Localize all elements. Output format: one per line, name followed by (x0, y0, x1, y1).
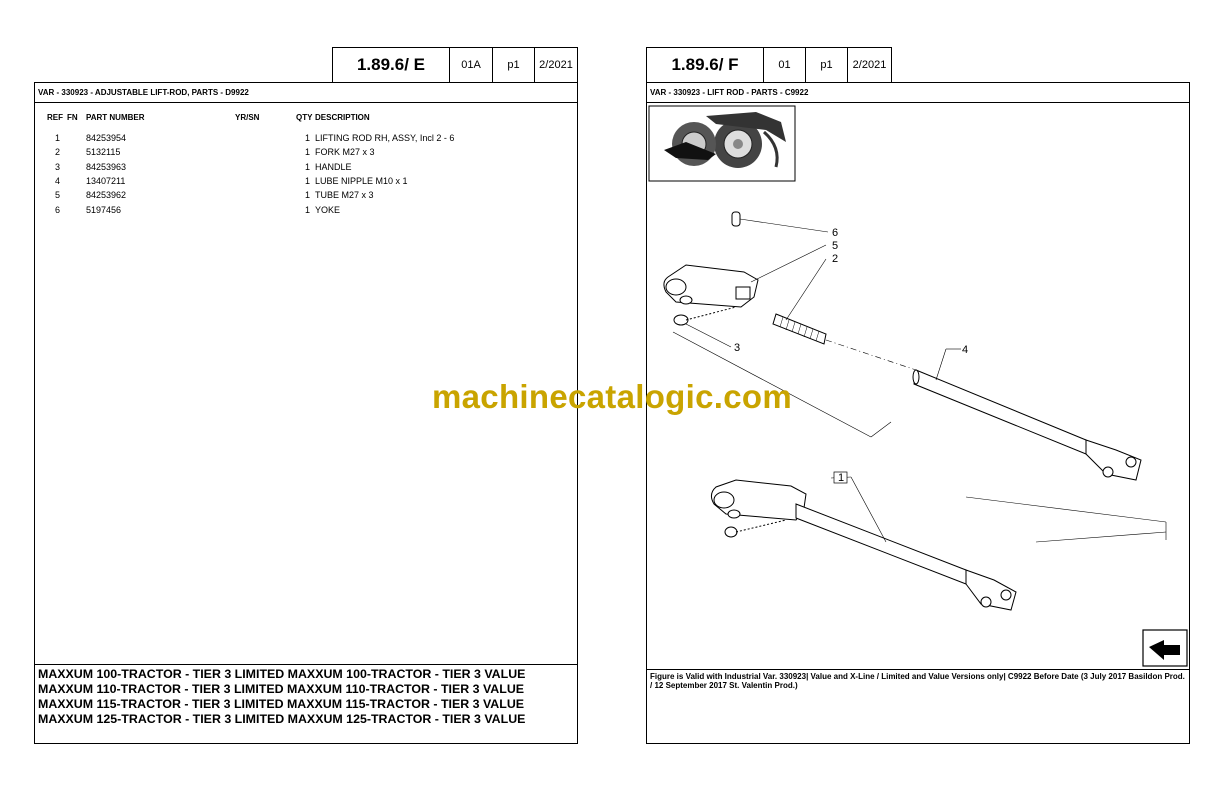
cell-ref: 1 (55, 133, 61, 143)
cell-ref: 6 (55, 204, 61, 215)
table-row: 3 84253963 1 HANDLE (35, 162, 575, 176)
callout-6: 6 (832, 227, 838, 239)
cell-ref: 5 (55, 190, 61, 201)
col-part-number: PART NUMBER (86, 113, 145, 122)
cell-part: 84253963 (86, 161, 127, 172)
cell-desc: LIFTING ROD RH, ASSY, Incl 2 - 6 (315, 133, 455, 143)
table-row: 1 84253954 1 LIFTING ROD RH, ASSY, Incl 2 -… (35, 133, 575, 147)
col-qty: QTY (296, 113, 313, 122)
right-page-number: p1 (806, 47, 848, 82)
left-parts-panel: VAR - 330923 - ADJUSTABLE LIFT-ROD, PART… (34, 82, 578, 744)
watermark: machinecatalogic.com (432, 378, 792, 415)
callout-2: 2 (832, 253, 838, 265)
next-page-arrow-icon[interactable] (1142, 629, 1188, 667)
left-page-title: VAR - 330923 - ADJUSTABLE LIFT-ROD, PART… (35, 83, 577, 103)
cell-qty: 1 (305, 204, 311, 215)
cell-part: 84253962 (86, 190, 127, 201)
left-revision: 01A (450, 47, 493, 82)
table-row: 6 5197456 1 YOKE (35, 205, 575, 219)
top-exploded-assembly (663, 211, 1142, 481)
cell-desc: TUBE M27 x 3 (315, 190, 374, 201)
right-date: 2/2021 (848, 47, 892, 82)
cell-qty: 1 (305, 161, 311, 172)
right-validity-footer: Figure is Valid with Industrial Var. 330… (647, 669, 1189, 743)
left-section-code: 1.89.6/ E (332, 47, 450, 82)
col-description: DESCRIPTION (315, 113, 370, 122)
right-revision: 01 (764, 47, 806, 82)
tractor-thumbnail-icon (648, 105, 796, 182)
col-ref: REF (47, 113, 63, 122)
cell-ref: 3 (55, 161, 61, 172)
cell-desc: FORK M27 x 3 (315, 147, 375, 158)
cell-part: 13407211 (86, 175, 126, 186)
cell-ref: 4 (55, 175, 61, 186)
assembled-lift-rod (710, 479, 1017, 611)
left-model-footer: MAXXUM 100-TRACTOR - TIER 3 LIMITED MAXX… (35, 664, 577, 743)
left-page-number: p1 (493, 47, 535, 82)
col-fn: FN (67, 113, 78, 122)
right-section-code: 1.89.6/ F (646, 47, 764, 82)
cell-ref: 2 (55, 147, 61, 158)
cell-qty: 1 (305, 175, 311, 186)
cell-part: 5132115 (86, 147, 121, 158)
right-diagram-panel: VAR - 330923 - LIFT ROD - PARTS - C9922 … (646, 82, 1190, 744)
col-yr-sn: YR/SN (235, 113, 260, 122)
table-row: 5 84253962 1 TUBE M27 x 3 (35, 190, 575, 204)
cell-desc: YOKE (315, 204, 341, 215)
right-page-title: VAR - 330923 - LIFT ROD - PARTS - C9922 (647, 83, 1189, 103)
exploded-view-diagram: 6 5 2 3 4 1 (648, 105, 1188, 667)
cell-qty: 1 (305, 147, 311, 158)
left-date: 2/2021 (535, 47, 578, 82)
table-row: 2 5132115 1 FORK M27 x 3 (35, 147, 575, 161)
callout-4: 4 (962, 344, 968, 356)
callout-5: 5 (832, 240, 838, 252)
cell-qty: 1 (305, 190, 311, 201)
table-row: 4 13407211 1 LUBE NIPPLE M10 x 1 (35, 176, 575, 190)
cell-part: 84253954 (86, 133, 127, 143)
callout-3: 3 (734, 342, 740, 354)
cell-desc: LUBE NIPPLE M10 x 1 (315, 175, 408, 186)
callout-1: 1 (838, 472, 844, 484)
cell-desc: HANDLE (315, 161, 352, 172)
cell-part: 5197456 (86, 204, 122, 215)
cell-qty: 1 (305, 133, 311, 143)
